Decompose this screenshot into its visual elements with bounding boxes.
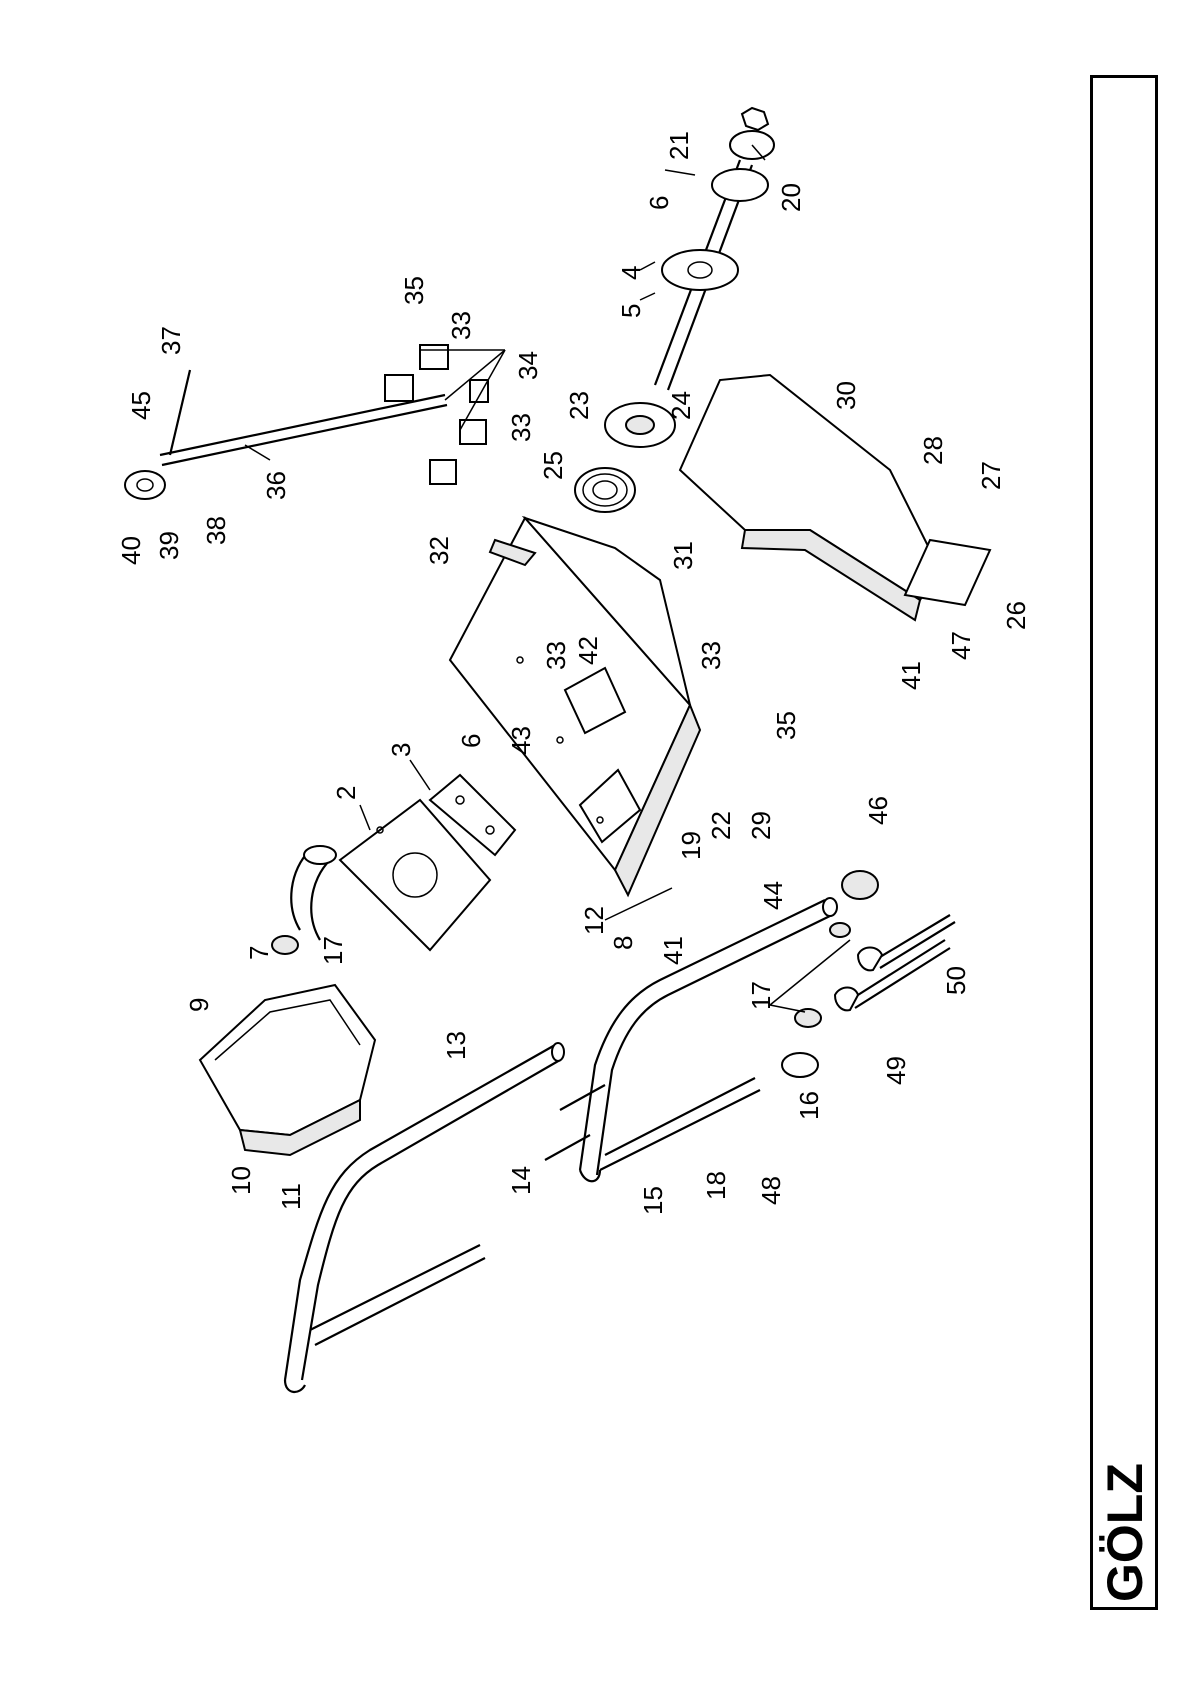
callout-label: 29 — [746, 811, 776, 840]
callout-label: 23 — [564, 391, 594, 420]
callout-label: 36 — [261, 471, 291, 500]
callout-label: 33 — [446, 311, 476, 340]
callout-label: 5 — [616, 304, 646, 318]
callout-label: 21 — [664, 131, 694, 160]
callout-label: 38 — [201, 516, 231, 545]
callout-label: 34 — [513, 351, 543, 380]
callout-label: 27 — [976, 461, 1006, 490]
callout-label: 3 — [386, 743, 416, 757]
callout-label: 35 — [399, 276, 429, 305]
callout-label: 49 — [881, 1056, 911, 1085]
callout-label: 45 — [126, 391, 156, 420]
callout-label: 7 — [244, 946, 274, 960]
callout-label: 6 — [644, 196, 674, 210]
callout-label: 12 — [579, 906, 609, 935]
callout-label: 20 — [776, 183, 806, 212]
star-knobs — [272, 923, 850, 1027]
callout-label: 35 — [771, 711, 801, 740]
callout-label: 39 — [154, 531, 184, 560]
golz-logo: GÖLZ — [1096, 1430, 1152, 1605]
hood — [200, 985, 375, 1155]
callout-label: 2 — [331, 786, 361, 800]
callout-label: 14 — [506, 1166, 536, 1195]
callout-label: 33 — [541, 641, 571, 670]
callout-label: 46 — [863, 796, 893, 825]
callout-label: 40 — [116, 536, 146, 565]
callout-label: 8 — [608, 936, 638, 950]
callout-label: 10 — [226, 1166, 256, 1195]
callout-label: 50 — [941, 966, 971, 995]
callout-label: 44 — [758, 881, 788, 910]
logo-text: GÖLZ — [1097, 1463, 1152, 1602]
callout-label: 41 — [658, 936, 688, 965]
callout-label: 42 — [573, 636, 603, 665]
callout-label: 31 — [668, 541, 698, 570]
callout-label: 22 — [706, 811, 736, 840]
flange-bearing — [605, 403, 675, 447]
callout-label: 48 — [756, 1176, 786, 1205]
callout-label: 18 — [701, 1171, 731, 1200]
callout-label: 13 — [441, 1031, 471, 1060]
callout-label: 30 — [831, 381, 861, 410]
callout-label: 32 — [424, 536, 454, 565]
callout-label: 15 — [638, 1186, 668, 1215]
callout-label: 4 — [616, 266, 646, 280]
tube-elbow — [291, 846, 336, 940]
callout-label: 24 — [666, 391, 696, 420]
title-frame — [1090, 75, 1158, 1610]
callout-label: 19 — [676, 831, 706, 860]
belt-guard — [680, 375, 990, 620]
callout-label: 11 — [276, 1183, 306, 1210]
callout-label: 33 — [696, 641, 726, 670]
callout-label: 47 — [946, 631, 976, 660]
callout-label: 33 — [506, 413, 536, 442]
callout-label: 25 — [538, 451, 568, 480]
callout-label: 43 — [506, 726, 536, 755]
callout-label: 6 — [456, 734, 486, 748]
wrenches — [835, 915, 955, 1010]
callout-label: 17 — [746, 981, 776, 1010]
callout-label: 41 — [896, 661, 926, 690]
callout-label: 37 — [156, 326, 186, 355]
handle-frame — [545, 898, 837, 1181]
callout-label: 9 — [184, 998, 214, 1012]
callout-label: 16 — [794, 1091, 824, 1120]
callout-label: 26 — [1001, 601, 1031, 630]
callout-label: 17 — [318, 936, 348, 965]
pulley — [575, 468, 635, 512]
callout-label: 28 — [918, 436, 948, 465]
